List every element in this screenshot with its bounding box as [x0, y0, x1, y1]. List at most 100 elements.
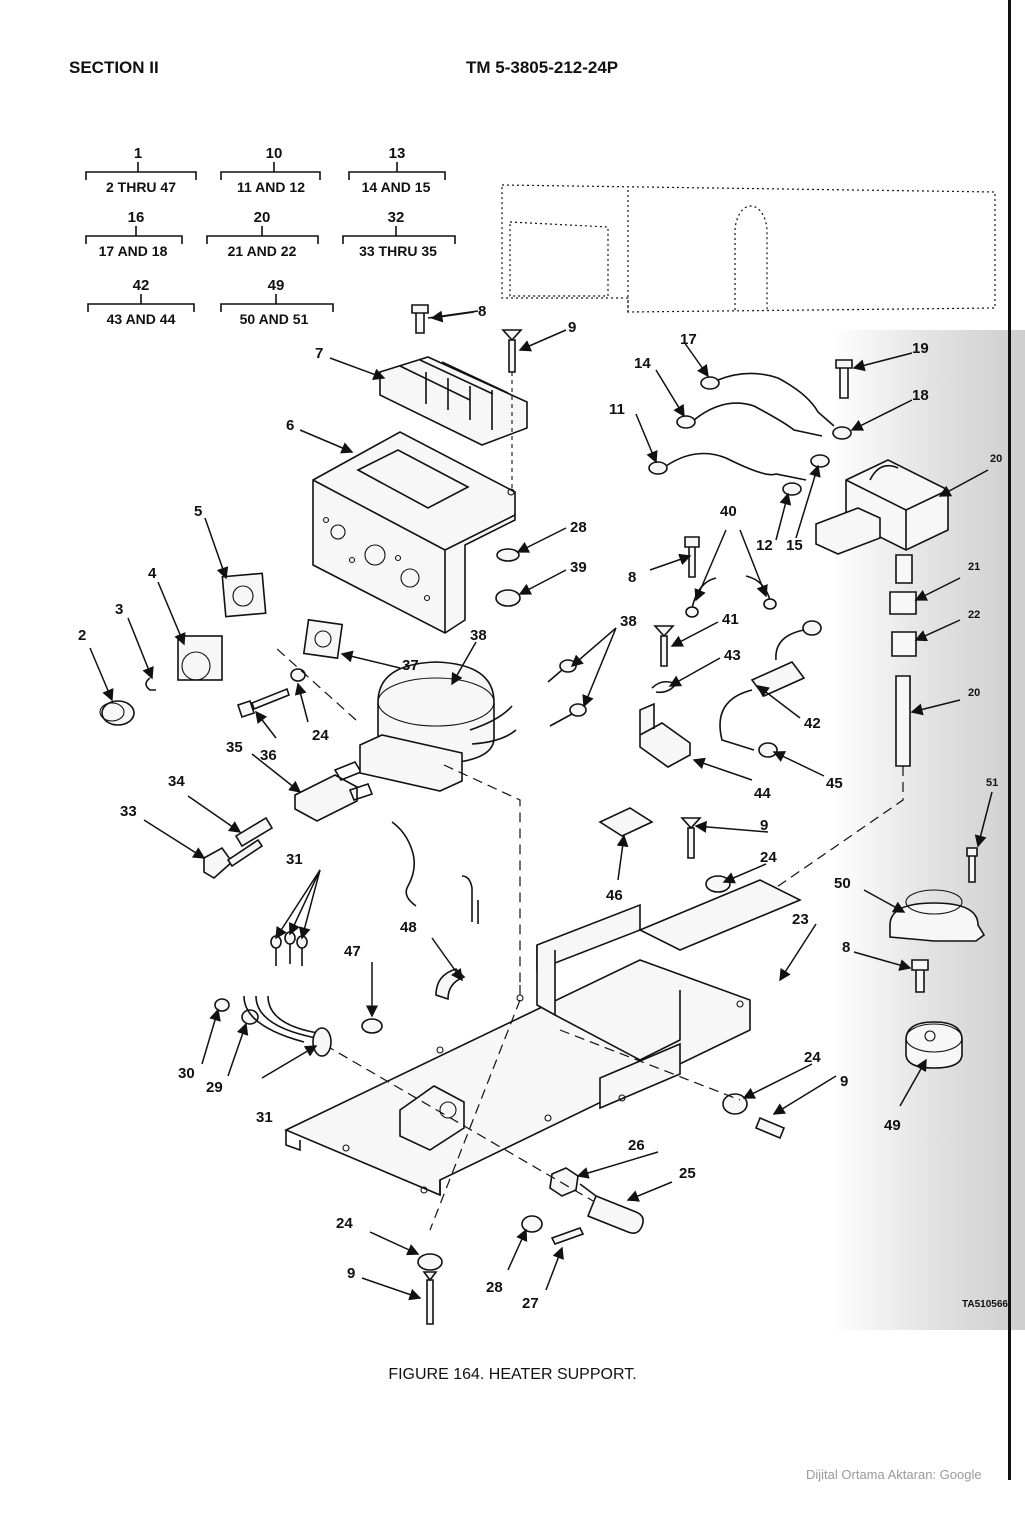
callout-label: 20	[968, 687, 980, 699]
grommet-wires	[243, 931, 332, 1057]
callout-label: 46	[606, 887, 623, 904]
callout-label: 35	[226, 739, 243, 756]
section-label: SECTION II	[69, 58, 159, 77]
group-bracket-1: 1 2 THRU 47	[85, 145, 197, 195]
group-bottom-label: 43 AND 44	[107, 311, 176, 327]
callout-label: 38	[470, 627, 487, 644]
cable-assembly	[719, 620, 822, 758]
group-bottom-label: 17 AND 18	[99, 243, 168, 259]
callout-label: 27	[522, 1295, 539, 1312]
callout-label: 47	[344, 943, 361, 960]
ta-number: TA510566	[962, 1299, 1008, 1310]
callout-label: 26	[628, 1137, 645, 1154]
figure-caption: FIGURE 164. HEATER SUPPORT.	[388, 1366, 637, 1383]
callout-label: 31	[286, 851, 303, 868]
group-top-label: 42	[133, 277, 150, 294]
callout-label: 8	[628, 569, 636, 586]
callout-label: 30	[178, 1065, 195, 1082]
callout-label: 9	[347, 1265, 355, 1282]
group-bracket-32: 32 33 THRU 35	[342, 209, 456, 259]
callout-label: 31	[256, 1109, 273, 1126]
group-bottom-label: 2 THRU 47	[106, 179, 176, 195]
callout-label: 12	[756, 537, 773, 554]
group-bottom-label: 33 THRU 35	[359, 243, 437, 259]
group-index: 1 2 THRU 47 10 11 AND 12 13 14 AND 15 16…	[85, 145, 456, 327]
page-edge	[1008, 0, 1011, 1480]
callout-label: 14	[634, 355, 651, 372]
leads-38	[547, 659, 587, 727]
callout-label: 21	[968, 561, 980, 573]
callout-label: 40	[720, 503, 737, 520]
callout-label: 8	[842, 939, 850, 956]
clamp-and-flange	[889, 889, 986, 1069]
solenoid-valve	[699, 459, 949, 941]
sensor-25	[579, 1183, 644, 1234]
terminal-board	[379, 356, 528, 446]
callout-label: 24	[312, 727, 329, 744]
callout-label: 7	[315, 345, 323, 362]
group-top-label: 32	[388, 209, 405, 226]
group-top-label: 10	[266, 145, 283, 162]
callout-label: 38	[620, 613, 637, 630]
callout-label: 15	[786, 537, 803, 554]
callout-label: 2	[78, 627, 86, 644]
digitization-credit: Dijital Ortama Aktaran: Google	[806, 1467, 982, 1482]
callout-label: 18	[912, 387, 929, 404]
callout-label: 36	[260, 747, 277, 764]
tm-number: TM 5-3805-212-24P	[466, 58, 619, 77]
group-bottom-label: 21 AND 22	[228, 243, 297, 259]
hardware	[99, 304, 978, 1325]
group-top-label: 20	[254, 209, 271, 226]
callout-label: 24	[804, 1049, 821, 1066]
callout-label: 9	[568, 319, 576, 336]
leader-lines	[89, 310, 993, 1301]
group-bottom-label: 50 AND 51	[240, 311, 309, 327]
group-bottom-label: 11 AND 12	[237, 179, 305, 195]
heater-motor	[275, 647, 521, 1000]
callout-label: 3	[115, 601, 123, 618]
group-bottom-label: 14 AND 15	[362, 179, 431, 195]
group-bracket-13: 13 14 AND 15	[348, 145, 446, 195]
base-plate	[284, 879, 802, 1231]
group-bracket-10: 10 11 AND 12	[220, 145, 321, 195]
group-top-label: 49	[268, 277, 285, 294]
callout-label: 17	[680, 331, 697, 348]
callout-label: 41	[722, 611, 739, 628]
callout-label: 29	[206, 1079, 223, 1096]
callout-label: 28	[570, 519, 587, 536]
leads-40	[685, 575, 777, 618]
enclosure-outline	[501, 184, 996, 313]
callout-label: 4	[148, 565, 157, 582]
callout-label: 8	[478, 303, 486, 320]
callout-label: 44	[754, 785, 771, 802]
callout-label: 19	[912, 340, 929, 357]
callout-label: 5	[194, 503, 202, 520]
callout-label: 37	[402, 657, 419, 674]
callout-label: 33	[120, 803, 137, 820]
callout-label: 24	[760, 849, 777, 866]
group-bracket-20: 20 21 AND 22	[206, 209, 319, 259]
callout-label: 51	[986, 777, 998, 789]
callout-labels: 2 3 4 5 6 7 8 8 8 9 9 9 9 11 12 14 15 17…	[78, 303, 1002, 1312]
callout-label: 9	[760, 817, 768, 834]
callout-label: 25	[679, 1165, 696, 1182]
group-top-label: 13	[389, 145, 406, 162]
group-top-label: 1	[134, 145, 142, 162]
callout-label: 39	[570, 559, 587, 576]
callout-label: 28	[486, 1279, 503, 1296]
callout-label: 48	[400, 919, 417, 936]
callout-label: 6	[286, 417, 294, 434]
callout-label: 34	[168, 773, 185, 790]
mounting-bracket	[312, 431, 516, 634]
callout-label: 49	[884, 1117, 901, 1134]
wire-leads	[648, 372, 852, 496]
group-top-label: 16	[128, 209, 145, 226]
callout-label: 23	[792, 911, 809, 928]
callout-label: 9	[840, 1073, 848, 1090]
group-bracket-16: 16 17 AND 18	[85, 209, 183, 259]
callout-label: 50	[834, 875, 851, 892]
callout-label: 22	[968, 609, 980, 621]
group-bracket-49: 49 50 AND 51	[220, 277, 334, 327]
callout-label: 11	[609, 401, 625, 418]
